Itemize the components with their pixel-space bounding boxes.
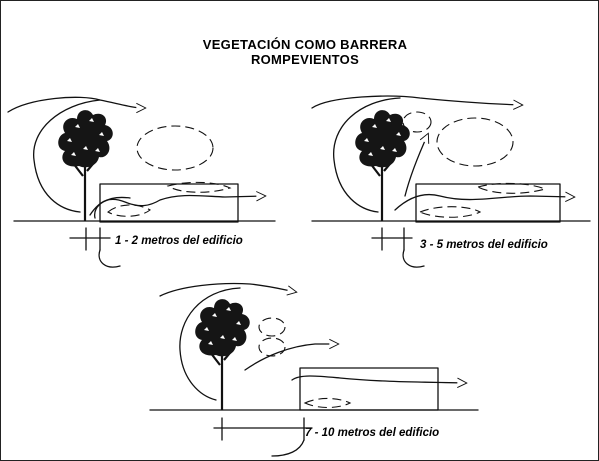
wind-arrow-updraft (404, 134, 428, 197)
wind-arrow-top (311, 95, 522, 108)
wind-return (94, 196, 131, 219)
eddy-small-icon (402, 111, 432, 133)
wind-loop-left (179, 287, 241, 401)
wind-arrow-ground (89, 196, 265, 216)
scene-1-caption: 1 - 2 metros del edificio (115, 235, 243, 247)
eddy-lower (418, 206, 482, 218)
eddy-roof (166, 181, 232, 193)
tree-icon (57, 108, 114, 223)
scene-2-caption: 3 - 5 metros del edificio (420, 239, 548, 251)
eddy-small-upper (258, 317, 286, 337)
wind-arrow-top (159, 282, 296, 297)
eddy-ellipse (136, 125, 214, 171)
eddy-lower (303, 397, 352, 409)
tree-icon (194, 297, 251, 412)
eddy-roof (476, 182, 547, 194)
building-outline (299, 367, 439, 411)
diagram-title-line1: VEGETACIÓN COMO BARRERA (203, 37, 408, 52)
distance-marker (69, 227, 121, 268)
wind-arrow-mid (244, 344, 338, 371)
building-outline (415, 183, 561, 223)
scene-1: 1 - 2 metros del edificio (7, 96, 276, 268)
eddy-ellipse (436, 117, 514, 167)
distance-marker (213, 417, 313, 457)
scene-3-caption: 7 - 10 metros del edificio (305, 427, 439, 439)
diagram-title-line2: ROMPEVIENTOS (251, 52, 359, 67)
wind-loop-left (333, 97, 401, 213)
distance-marker (371, 227, 425, 268)
wind-arrow-ground (291, 375, 466, 383)
wind-arrow-ground (394, 195, 574, 211)
eddy-small-lower (258, 337, 286, 357)
scene-2: 3 - 5 metros del edificio (311, 95, 591, 268)
eddy-lower (107, 204, 151, 217)
scene-3: 7 - 10 metros del edificio (149, 282, 479, 457)
wind-loop-left (33, 99, 101, 213)
